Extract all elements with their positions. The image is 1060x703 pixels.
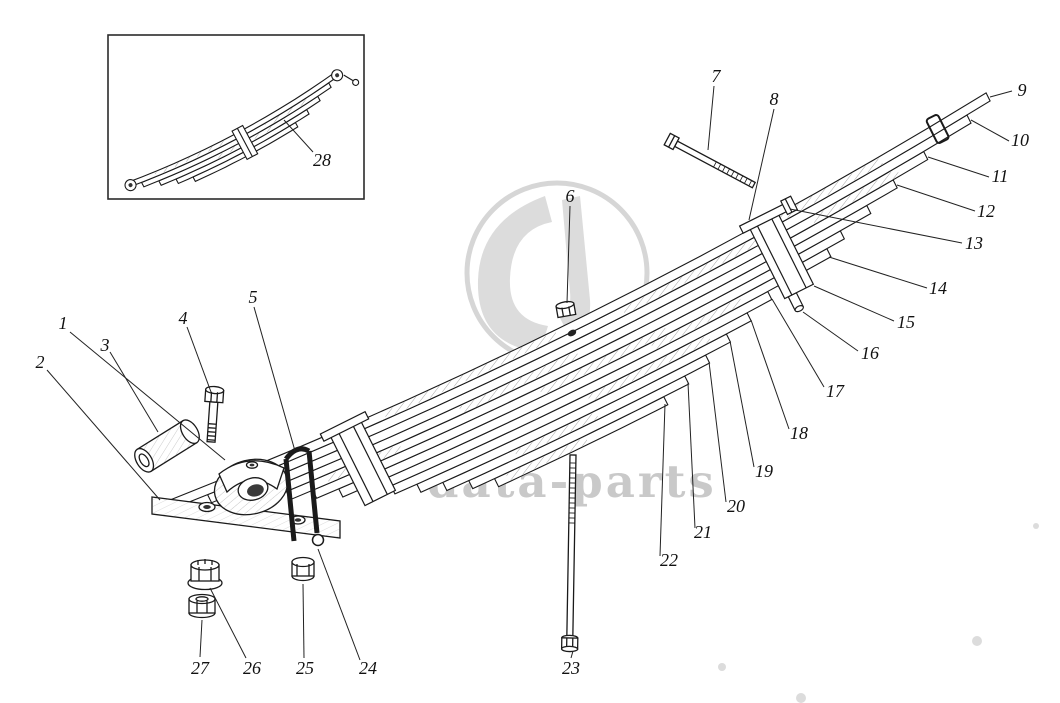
inset-eye-hole-right (335, 73, 340, 78)
bracket-bolt (204, 385, 225, 443)
clamp-left-bolt (319, 410, 370, 442)
main-hatch-patch (505, 436, 589, 481)
callout-1: 1 (58, 313, 68, 333)
main-hatch-patch (539, 326, 668, 396)
main-hatch-patch (514, 412, 599, 458)
paper-speckles (718, 523, 1039, 703)
leader-line-2 (46, 369, 161, 501)
callout-18: 18 (790, 423, 808, 443)
leader-line-17 (771, 298, 825, 388)
main-hatch-patch (750, 157, 884, 237)
main-leaf-1 (163, 92, 991, 511)
rebound-clip (925, 114, 950, 144)
leader-line-25 (302, 583, 305, 659)
leader-line-26 (209, 587, 247, 659)
eye-cap (218, 460, 285, 494)
callout-12: 12 (977, 201, 995, 221)
leader-line-18 (750, 319, 790, 430)
inset-thumbnail-box (107, 34, 365, 200)
leader-line-21 (687, 382, 696, 529)
callout-9: 9 (1017, 80, 1027, 100)
callout-4: 4 (178, 308, 188, 328)
castle-nut (187, 559, 223, 591)
leader-line-13 (789, 208, 963, 244)
callout-20: 20 (727, 496, 745, 516)
leader-line-6 (566, 205, 571, 304)
leader-line-27 (199, 619, 203, 658)
main-hatch-patch (458, 351, 580, 414)
inset-spring-attachments (124, 69, 360, 192)
center-bolt-nut (555, 300, 577, 319)
callout-25: 25 (296, 658, 314, 678)
callout-7: 7 (711, 66, 721, 86)
shackle-pin-eye (311, 533, 325, 547)
bushing (134, 419, 200, 473)
callout-3: 3 (100, 335, 110, 355)
callout-26: 26 (243, 658, 261, 678)
spring-clamp-left (319, 410, 397, 507)
inset-eye-hole-left (128, 183, 133, 188)
callout-24: 24 (359, 658, 377, 678)
inset-hatch-patch (264, 95, 314, 128)
leader-line-22 (659, 403, 666, 557)
main-hatch-patch (621, 238, 758, 315)
leader-line-28 (283, 119, 314, 153)
shackle-nut (291, 556, 315, 582)
leader-line-1 (69, 331, 226, 461)
leader-line-24 (317, 548, 361, 661)
leaf-spring-stack (163, 92, 991, 511)
leader-lines (46, 85, 1013, 661)
callout-2: 2 (35, 352, 45, 372)
main-hatch-patch (587, 334, 711, 403)
leader-line-14 (828, 256, 928, 289)
leader-line-8 (748, 108, 775, 221)
callout-28: 28 (313, 150, 331, 170)
callout-10: 10 (1011, 130, 1029, 150)
leader-line-15 (813, 285, 895, 322)
callout-23: 23 (562, 658, 580, 678)
callout-8: 8 (769, 89, 779, 109)
callout-5: 5 (248, 287, 258, 307)
leader-line-5 (253, 306, 296, 452)
center-bolt-hole (567, 329, 577, 337)
leader-line-11 (927, 156, 990, 178)
callout-27: 27 (191, 658, 209, 678)
leader-line-20 (708, 361, 727, 503)
callout-6: 6 (565, 186, 575, 206)
leader-line-19 (729, 340, 755, 468)
detail-parts (134, 132, 757, 653)
main-hatch-patch (383, 331, 559, 419)
callout-15: 15 (897, 312, 915, 332)
callout-17: 17 (826, 381, 844, 401)
shackle-u-bolt (283, 446, 325, 547)
leader-line-16 (802, 311, 859, 352)
leader-line-23 (570, 650, 574, 659)
hex-nut (188, 593, 216, 619)
callout-14: 14 (929, 278, 947, 298)
callout-11: 11 (991, 166, 1009, 186)
leader-line-12 (896, 184, 976, 212)
callout-19: 19 (755, 461, 773, 481)
callout-22: 22 (660, 550, 678, 570)
leader-line-7 (707, 85, 715, 151)
main-hatch-patch (811, 168, 900, 224)
main-hatch-patch (650, 297, 743, 351)
callout-16: 16 (861, 343, 879, 363)
leader-line-3 (109, 351, 159, 433)
callout-13: 13 (965, 233, 983, 253)
callout-21: 21 (694, 522, 712, 542)
leader-line-10 (970, 119, 1010, 142)
leader-line-4 (186, 326, 212, 393)
leader-line-9 (989, 90, 1013, 98)
inset-hatch-patch (154, 139, 229, 176)
center-bolt (560, 454, 579, 653)
inset-shackle (352, 78, 360, 86)
clamp-bolt-loose (663, 132, 757, 189)
